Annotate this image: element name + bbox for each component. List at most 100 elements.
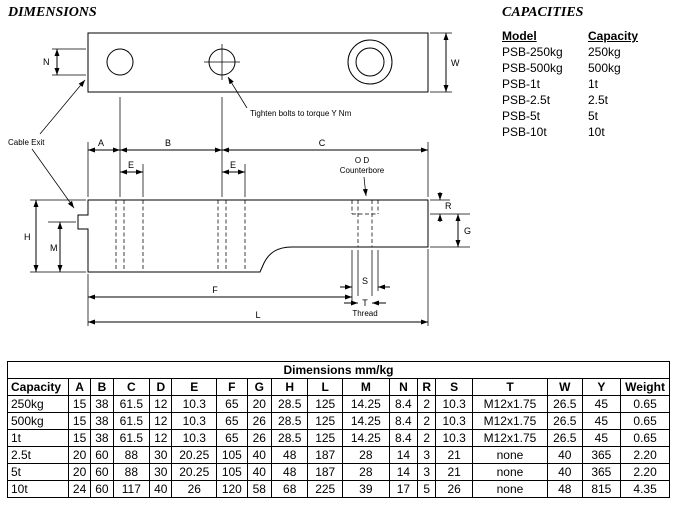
dim-E: E E xyxy=(120,160,245,175)
label-t: T xyxy=(362,298,368,308)
cell: 45 xyxy=(581,412,622,430)
cell: 30 xyxy=(149,446,173,464)
model-value: PSB-10t xyxy=(502,125,547,139)
cell: 12 xyxy=(149,395,173,413)
cell: 1t xyxy=(7,429,69,447)
model-value: PSB-250kg xyxy=(502,45,563,59)
cell: 14.25 xyxy=(341,395,390,413)
cell: 500kg xyxy=(7,412,69,430)
cell: 117 xyxy=(112,480,151,498)
cell: 40 xyxy=(149,480,173,498)
cell: 125 xyxy=(307,412,343,430)
cell: 120 xyxy=(216,480,248,498)
cell: 58 xyxy=(246,480,272,498)
col-header: N xyxy=(388,378,419,396)
cell: 60 xyxy=(90,463,114,481)
cell: 20.25 xyxy=(171,446,218,464)
cell: 61.5 xyxy=(112,395,151,413)
col-header: A xyxy=(67,378,92,396)
cell: 48 xyxy=(270,446,309,464)
label-r: R xyxy=(445,201,452,211)
label-c: C xyxy=(319,138,326,148)
col-header: F xyxy=(216,378,248,396)
cell: 10.3 xyxy=(435,429,473,447)
capacity-value: 1t xyxy=(588,77,599,91)
torque-note-text: Tighten bolts to torque Y Nm xyxy=(250,109,352,118)
cell: 5 xyxy=(417,480,437,498)
cell: 38 xyxy=(90,429,114,447)
dimensions-heading: DIMENSIONS xyxy=(8,5,97,20)
cell: 48 xyxy=(547,480,583,498)
col-header: B xyxy=(90,378,114,396)
cell: 125 xyxy=(307,395,343,413)
cell: 14.25 xyxy=(341,412,390,430)
cell: 26.5 xyxy=(547,429,583,447)
cell: 250kg xyxy=(7,395,69,413)
cell: 187 xyxy=(307,463,343,481)
cell: 0.65 xyxy=(620,429,670,447)
capacities-row: PSB-10t 10t xyxy=(502,124,638,140)
cell: 61.5 xyxy=(112,429,151,447)
cell: 15 xyxy=(67,412,92,430)
cell: 21 xyxy=(435,446,473,464)
technical-drawing: W N Tighten bolts to torque Y Nm Cable E… xyxy=(8,32,471,326)
cell: 48 xyxy=(270,463,309,481)
cell: 8.4 xyxy=(388,429,419,447)
cell: 2.20 xyxy=(620,446,670,464)
capacity-value: 2.5t xyxy=(588,93,609,107)
extension-lines-bottom xyxy=(87,249,429,326)
thread-note: T Thread xyxy=(344,298,386,318)
col-header: Capacity xyxy=(7,378,69,396)
cell: none xyxy=(471,446,549,464)
cell: 26 xyxy=(246,429,272,447)
extension-lines-top xyxy=(87,97,429,197)
dims-title-row: Dimensions mm/kg xyxy=(7,361,670,379)
cell: 65 xyxy=(216,395,248,413)
cell: 20 xyxy=(67,463,92,481)
cell: 61.5 xyxy=(112,412,151,430)
cell: 20 xyxy=(67,446,92,464)
label-e1: E xyxy=(128,160,134,170)
cell: 88 xyxy=(112,463,151,481)
cell: 14 xyxy=(388,446,419,464)
label-n: N xyxy=(43,57,50,67)
dim-S: S xyxy=(340,276,390,290)
cell: 10t xyxy=(7,480,69,498)
dim-ABC: A B C xyxy=(88,138,428,153)
dims-table-title: Dimensions mm/kg xyxy=(7,361,670,379)
capacities-header-row: Model Capacity xyxy=(502,28,638,44)
label-s: S xyxy=(362,276,368,286)
label-e2: E xyxy=(230,160,236,170)
cell: 20.25 xyxy=(171,463,218,481)
model-value: PSB-500kg xyxy=(502,61,563,75)
capacity-value: 5t xyxy=(588,109,599,123)
cell: 45 xyxy=(581,429,622,447)
cell: 2.20 xyxy=(620,463,670,481)
cell: 28.5 xyxy=(270,412,309,430)
col-header: E xyxy=(171,378,218,396)
col-header: T xyxy=(471,378,549,396)
cell: none xyxy=(471,480,549,498)
side-view xyxy=(77,199,429,273)
cell: M12x1.75 xyxy=(471,395,549,413)
cell: 28 xyxy=(341,463,390,481)
cell: 26 xyxy=(171,480,218,498)
cell: 2.5t xyxy=(7,446,69,464)
model-value: PSB-5t xyxy=(502,109,541,123)
cell: 3 xyxy=(417,446,437,464)
cell: 65 xyxy=(216,412,248,430)
cell: 88 xyxy=(112,446,151,464)
capacity-value: 10t xyxy=(588,125,605,139)
cell: 15 xyxy=(67,429,92,447)
cell: 2 xyxy=(417,412,437,430)
col-header: G xyxy=(246,378,272,396)
cell: 12 xyxy=(149,412,173,430)
cell: 28.5 xyxy=(270,429,309,447)
capacities-model-header: Model xyxy=(502,29,537,43)
